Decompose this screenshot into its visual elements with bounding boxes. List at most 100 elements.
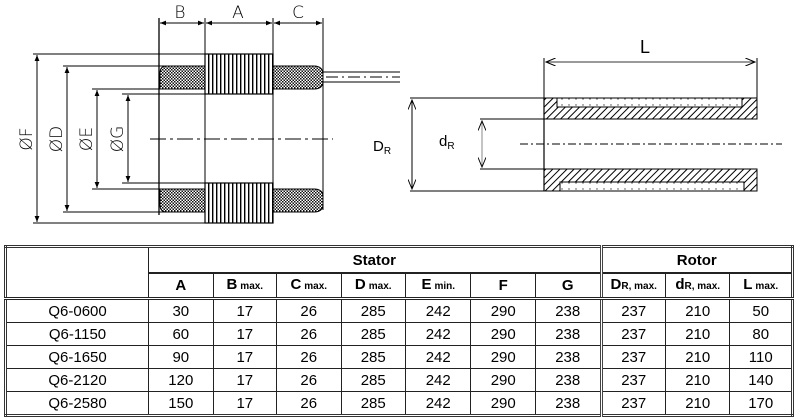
column-header-d-r-max: dR, max. xyxy=(664,272,731,300)
value-cell: 90 xyxy=(148,345,214,369)
dim-label-dr-inner: dR xyxy=(439,133,455,152)
value-cell: 290 xyxy=(470,391,536,416)
column-header-sub: max. xyxy=(304,281,328,292)
dim-label-dr-inner-sub: R xyxy=(447,141,454,152)
value-cell: 285 xyxy=(340,391,406,416)
value-cell: 17 xyxy=(212,368,278,392)
column-header-sub: max. xyxy=(368,281,392,292)
column-header-sub: max. xyxy=(755,281,779,292)
value-cell: 242 xyxy=(404,322,472,346)
dim-label-dr: DR xyxy=(373,138,391,157)
value-cell: 237 xyxy=(599,345,666,369)
value-cell: 26 xyxy=(276,368,342,392)
dim-label-l: L xyxy=(640,37,650,57)
technical-drawing: B A C ØF ØD ØE ØG xyxy=(17,3,782,224)
core-top xyxy=(204,53,274,95)
value-cell: 237 xyxy=(599,322,666,346)
column-header-main: D xyxy=(610,276,622,293)
winding-top-right xyxy=(272,65,324,90)
value-cell: 238 xyxy=(534,322,602,346)
value-cell: 242 xyxy=(404,368,472,392)
value-cell: 120 xyxy=(148,368,214,392)
value-cell: 290 xyxy=(470,368,536,392)
value-cell: 285 xyxy=(340,368,406,392)
value-cell: 17 xyxy=(212,322,278,346)
dim-label-d: ØD xyxy=(47,126,67,152)
value-cell: 210 xyxy=(664,391,731,416)
model-cell: Q6-2120 xyxy=(4,368,150,392)
value-cell: 242 xyxy=(404,391,472,416)
dim-label-e: ØE xyxy=(77,127,97,151)
dim-label-dr-sub: R xyxy=(384,146,391,157)
value-cell: 50 xyxy=(729,298,793,323)
rotor-drawing: L DR dR xyxy=(373,37,782,192)
dim-label-c: C xyxy=(292,3,304,23)
column-header-g: G xyxy=(534,272,602,300)
model-cell: Q6-2580 xyxy=(4,391,150,416)
column-header-sub: min. xyxy=(434,281,456,292)
value-cell: 210 xyxy=(664,298,731,323)
value-cell: 30 xyxy=(148,298,214,323)
value-cell: 237 xyxy=(599,391,666,416)
value-cell: 26 xyxy=(276,391,342,416)
dim-label-g: ØG xyxy=(108,126,128,153)
value-cell: 237 xyxy=(599,368,666,392)
value-cell: 26 xyxy=(276,298,342,323)
model-header-cell xyxy=(4,246,150,300)
value-cell: 242 xyxy=(404,345,472,369)
value-cell: 290 xyxy=(470,345,536,369)
winding-top-left xyxy=(159,65,206,90)
dim-label-a: A xyxy=(232,3,244,23)
model-cell: Q6-1650 xyxy=(4,345,150,369)
dim-label-dr-inner-main: d xyxy=(439,133,447,150)
column-header-sub: R, max. xyxy=(684,281,721,292)
value-cell: 150 xyxy=(148,391,214,416)
column-header-main: C xyxy=(290,276,302,293)
column-header-main: D xyxy=(354,276,366,293)
group-header-rotor: Rotor xyxy=(599,246,793,274)
dim-label-b: B xyxy=(174,3,185,23)
value-cell: 238 xyxy=(534,345,602,369)
value-cell: 17 xyxy=(212,391,278,416)
column-header-main: A xyxy=(175,277,187,294)
value-cell: 237 xyxy=(599,298,666,323)
column-header-sub: R, max. xyxy=(621,281,657,292)
value-cell: 242 xyxy=(404,298,472,323)
value-cell: 17 xyxy=(212,345,278,369)
value-cell: 290 xyxy=(470,298,536,323)
value-cell: 26 xyxy=(276,322,342,346)
value-cell: 290 xyxy=(470,322,536,346)
value-cell: 110 xyxy=(729,345,793,369)
dim-label-f: ØF xyxy=(17,127,37,150)
value-cell: 285 xyxy=(340,298,406,323)
value-cell: 210 xyxy=(664,345,731,369)
winding-bottom-left xyxy=(159,188,206,213)
core-bottom xyxy=(204,182,274,224)
column-header-main: E xyxy=(421,276,432,293)
value-cell: 17 xyxy=(212,298,278,323)
column-header-main: G xyxy=(561,277,574,294)
value-cell: 80 xyxy=(729,322,793,346)
value-cell: 238 xyxy=(534,368,602,392)
value-cell: 285 xyxy=(340,345,406,369)
model-cell: Q6-0600 xyxy=(4,298,150,323)
value-cell: 170 xyxy=(729,391,793,416)
group-header-stator: Stator xyxy=(148,246,602,274)
rotor-magnet-bottom xyxy=(559,181,745,192)
value-cell: 60 xyxy=(148,322,214,346)
rotor-magnet-top xyxy=(556,97,743,108)
value-cell: 26 xyxy=(276,345,342,369)
model-cell: Q6-1150 xyxy=(4,322,150,346)
dim-label-dr-main: D xyxy=(373,138,384,155)
value-cell: 210 xyxy=(664,368,731,392)
column-header-main: F xyxy=(498,277,508,294)
value-cell: 285 xyxy=(340,322,406,346)
